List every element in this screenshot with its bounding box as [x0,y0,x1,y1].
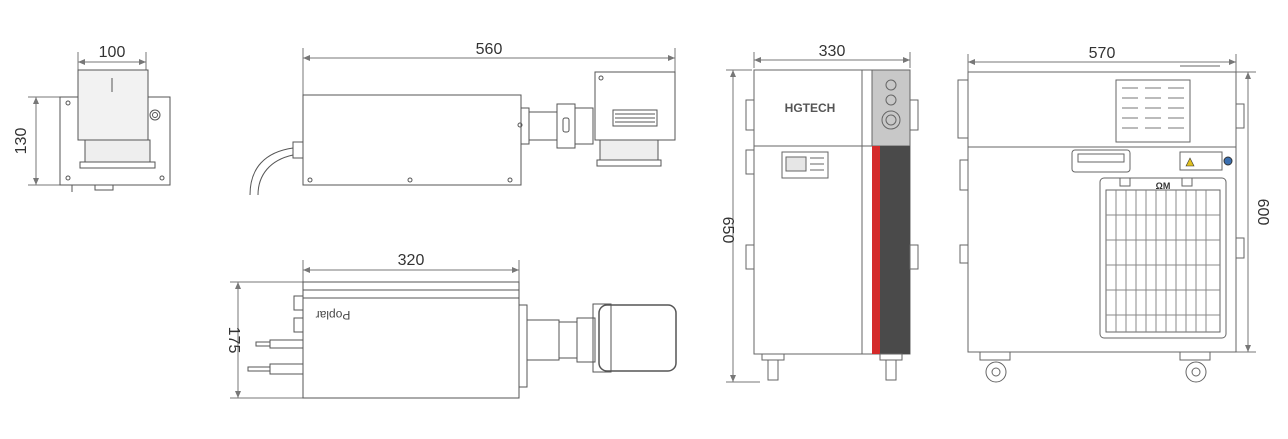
label-570: 570 [1089,45,1116,62]
top-vent [1115,79,1191,143]
red-stripe [872,146,880,354]
label-175: 175 [225,327,242,354]
laser-body-side [302,94,522,186]
control-panel [871,69,911,147]
label-560: 560 [476,41,503,58]
scan-head-top [598,304,677,372]
warning-label [1179,151,1223,171]
dark-panel [880,146,910,354]
cabinet-brand: HGTECH [785,101,836,115]
laser-source-top-view [230,260,677,399]
label-330: 330 [819,43,846,60]
laser-source-side-view [249,48,676,196]
label-600: 600 [1254,199,1271,226]
cabinet-side-body [967,71,1237,353]
air-grille [1099,177,1227,339]
front-display [781,151,829,179]
cabinet-front-view [726,52,919,383]
cabinet-side-view [957,54,1256,383]
label-100: 100 [99,44,126,61]
scan-head-view [28,52,171,192]
label-650: 650 [719,217,736,244]
scan-head-side [594,71,676,141]
grille-brand: ΩM [1156,181,1171,191]
side-handle [1071,149,1131,173]
label-320: 320 [398,252,425,269]
laser-brand-label: Poplar [316,308,351,322]
label-130: 130 [13,128,30,155]
laser-body-top [302,281,520,399]
